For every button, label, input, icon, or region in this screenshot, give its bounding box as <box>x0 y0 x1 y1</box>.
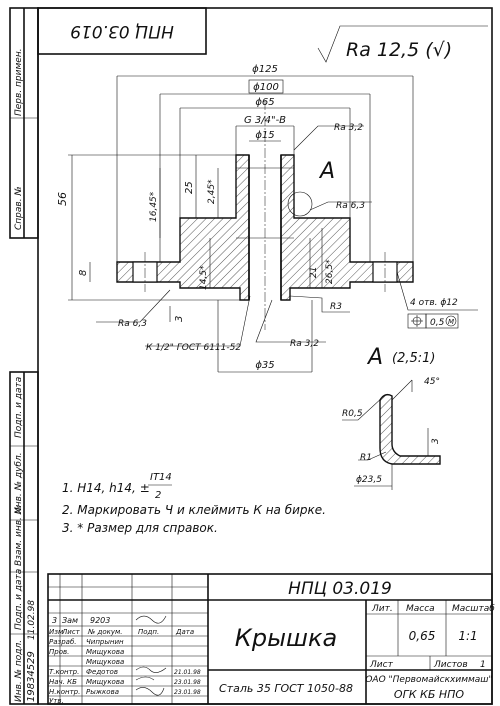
dim-d35: ϕ35 <box>255 360 274 371</box>
thread-bottom: К 1/2" ГОСТ 6111-52 <box>146 343 241 353</box>
tb-scale-label: Масштаб <box>452 604 495 614</box>
tb-sheets: 1 <box>480 660 486 670</box>
tb-rev-izm: 3 <box>52 616 57 625</box>
left-margin: Перв. примен. Справ. № Подп. и дата Инв.… <box>9 7 39 705</box>
tb-org-1: ОАО "Первомайскхиммаш" <box>365 675 492 685</box>
ra63-right: Ra 6,3 <box>336 201 365 211</box>
title-block: НПЦ 03.019 Крышка Сталь 35 ГОСТ 1050-88 … <box>47 573 495 705</box>
detail-angle: 45° <box>424 377 440 387</box>
tb-mass: 0,65 <box>409 629 436 643</box>
dim-d125: ϕ125 <box>252 64 278 75</box>
tb-lit-label: Лит. <box>371 604 393 614</box>
tb-name-2: Мищукова <box>86 658 124 666</box>
ra32-bottom: Ra 3,2 <box>290 339 319 349</box>
tol-val: 0,5 <box>430 318 445 328</box>
tb-date-0: 21.01.98 <box>174 669 201 676</box>
tb-role-3: Т.контр. <box>49 668 79 676</box>
dim-h8: 8 <box>78 270 89 276</box>
tb-name-3: Федотов <box>86 668 118 676</box>
dim-h3: 3 <box>174 316 185 322</box>
tb-material: Сталь 35 ГОСТ 1050-88 <box>219 682 353 695</box>
ra63-left: Ra 6,3 <box>118 319 147 329</box>
detail-r1: R1 <box>360 453 372 463</box>
detail-callout: А <box>318 159 335 184</box>
margin-handwritten-2: 11.02.98 <box>27 600 37 640</box>
tb-sheets-label: Листов <box>433 660 468 670</box>
dim-d65: ϕ65 <box>255 97 274 108</box>
tb-sheet-label: Лист <box>369 660 394 670</box>
dim-h16-45: 16,45* <box>149 191 159 222</box>
margin-vzam-inv: Взам. инв. № <box>14 505 24 566</box>
tb-h-date: Дата <box>175 628 194 636</box>
margin-handwritten-1: 19834529 <box>26 651 37 702</box>
detail-a: А (2,5:1) 45° R0,5 R1 ϕ23,5 3 <box>342 345 441 490</box>
note-2: 2. Маркировать Ч и клеймить К на бирке. <box>62 503 326 517</box>
note-1: 1. H14, h14, ± <box>62 481 150 495</box>
dim-h25: 25 <box>184 181 195 194</box>
section-view: А ϕ125 ϕ100 ϕ65 G 3/4"-B ϕ15 <box>56 64 478 373</box>
tb-h-doc: № докум. <box>87 628 123 636</box>
dim-h26-5: 26,5* <box>325 259 335 284</box>
tb-name-1: Мищукова <box>86 648 124 656</box>
roughness-mark: Ra 12,5 (√) <box>317 25 488 63</box>
tb-role-4: Нач. КБ <box>49 678 77 686</box>
dim-h14-5: 14,5* <box>199 265 209 290</box>
tb-name-0: Чипрынин <box>86 638 124 646</box>
detail-r05: R0,5 <box>342 409 363 419</box>
dim-r3: R3 <box>330 302 342 312</box>
margin-sprav-no: Справ. № <box>14 186 24 230</box>
tb-org-2: ОГК КБ НПО <box>394 688 464 701</box>
dim-d100: ϕ100 <box>253 82 279 93</box>
code-rotated: НПЦ 03.019 <box>70 21 174 41</box>
tb-rev-doc: 9203 <box>90 616 110 625</box>
tb-h-podp: Подп. <box>138 628 159 636</box>
notes: 1. H14, h14, ± IT14 2 2. Маркировать Ч и… <box>62 472 326 535</box>
tb-role-5: Н.контр. <box>49 688 80 696</box>
margin-podp-data-2: Подп. и дата <box>14 569 24 630</box>
margin-inv-podl: Инв. № подл. <box>14 640 24 702</box>
note-1-num: IT14 <box>150 472 172 483</box>
roughness-text: Ra 12,5 (√) <box>346 39 452 61</box>
note-1-den: 2 <box>155 490 161 501</box>
tb-designation: НПЦ 03.019 <box>288 579 392 599</box>
note-3: 3. * Размер для справок. <box>62 521 218 535</box>
dim-d15: ϕ15 <box>255 130 274 141</box>
tol-mod: M <box>448 318 454 326</box>
dim-thread: G 3/4"-B <box>244 115 286 126</box>
ra32-top: Ra 3,2 <box>334 123 363 133</box>
tb-role-6: Утв. <box>49 697 64 705</box>
dim-h21: 21 <box>309 267 319 278</box>
holes-note: 4 отв. ϕ12 <box>410 298 458 308</box>
height-dims: 56 8 16,45* 25 2,45* 14,5* 21 26,5* 3 <box>56 154 335 322</box>
annotations: Ra 3,2 Ra 6,3 Ra 6,3 R3 Ra 3,2 К 1/2" ГО… <box>96 123 478 353</box>
tb-name: Крышка <box>235 624 337 652</box>
diameter-dims: ϕ125 ϕ100 ϕ65 G 3/4"-B ϕ15 ϕ35 <box>116 64 414 373</box>
tb-h-izm: Изм <box>49 628 64 636</box>
tb-rev-list: Зам <box>62 616 78 625</box>
tb-name-5: Рыжкова <box>86 688 119 696</box>
detail-scale: (2,5:1) <box>392 351 435 366</box>
detail-h3: 3 <box>431 438 441 444</box>
tb-scale: 1:1 <box>458 629 477 643</box>
tb-role-1: Пров. <box>49 648 69 656</box>
margin-podp-data-1: Подп. и дата <box>14 377 24 438</box>
detail-title: А <box>366 345 383 370</box>
tb-h-list: Лист <box>61 628 81 636</box>
tb-date-1: 23.01.98 <box>174 679 201 686</box>
dim-h56: 56 <box>56 192 69 206</box>
tb-role-0: Разраб. <box>49 638 77 646</box>
tb-date-2: 23.01.98 <box>174 689 201 696</box>
detail-d23-5: ϕ23,5 <box>356 475 382 485</box>
margin-inv-dubl: Инв. № дубл. <box>14 452 24 514</box>
tb-mass-label: Масса <box>406 604 435 614</box>
signature-marks <box>135 615 167 696</box>
margin-perv-primen: Перв. примен. <box>14 48 24 116</box>
tb-name-4: Мищукова <box>86 678 124 686</box>
dim-h12-45: 2,45* <box>207 179 217 204</box>
